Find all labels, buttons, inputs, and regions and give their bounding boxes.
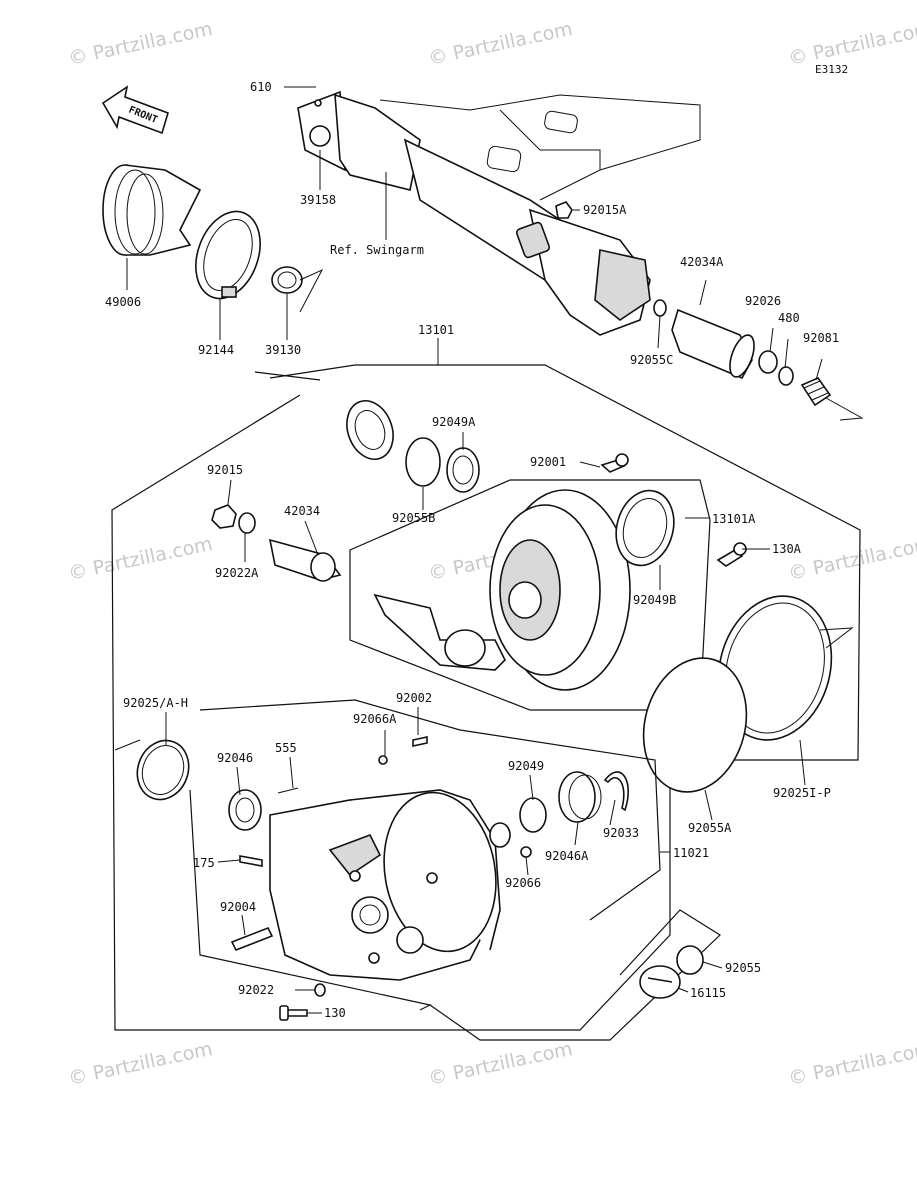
part-label-49006[interactable]: 49006: [105, 295, 141, 309]
watermark: © Partzilla.com: [66, 533, 214, 585]
shaft-42034A-group: [653, 299, 864, 421]
part-labels: 610 39158 92015A Ref. Swingarm 49006 921…: [105, 80, 839, 1020]
watermark: © Partzilla.com: [786, 1038, 917, 1090]
part-label-92049[interactable]: 92049: [508, 759, 544, 773]
part-label-92001[interactable]: 92001: [530, 455, 566, 469]
part-label-42034[interactable]: 42034: [284, 504, 320, 518]
part-label-13101[interactable]: 13101: [418, 323, 454, 337]
part-label-92144[interactable]: 92144: [198, 343, 234, 357]
part-label-92055C[interactable]: 92055C: [630, 353, 673, 367]
part-label-92025-A-H[interactable]: 92025/A-H: [123, 696, 188, 710]
watermark: © Partzilla.com: [786, 18, 917, 70]
part-label-92066A[interactable]: 92066A: [353, 712, 397, 726]
part-label-39158[interactable]: 39158: [300, 193, 336, 207]
part-label-92022[interactable]: 92022: [238, 983, 274, 997]
part-label-92055[interactable]: 92055: [725, 961, 761, 975]
part-label-92055B[interactable]: 92055B: [392, 511, 435, 525]
part-label-92002[interactable]: 92002: [396, 691, 432, 705]
part-label-175[interactable]: 175: [193, 856, 215, 870]
part-label-92033[interactable]: 92033: [603, 826, 639, 840]
gear-set-13101: [211, 400, 711, 711]
part-label-11021[interactable]: 11021: [673, 846, 709, 860]
rubber-boot-49006: [102, 164, 202, 256]
leader-lines: [126, 86, 823, 1014]
collar-39130: [271, 266, 324, 313]
part-label-92046A[interactable]: 92046A: [545, 849, 589, 863]
part-label-92025I-P[interactable]: 92025I-P: [773, 786, 831, 800]
part-label-16115[interactable]: 16115: [690, 986, 726, 1000]
diagram-code: E3132: [815, 63, 848, 76]
part-label-92049A[interactable]: 92049A: [432, 415, 476, 429]
clamp-92144: [195, 210, 261, 300]
part-label-555[interactable]: 555: [275, 741, 297, 755]
part-label-130[interactable]: 130: [324, 1006, 346, 1020]
part-label-610[interactable]: 610: [250, 80, 272, 94]
part-label-92015[interactable]: 92015: [207, 463, 243, 477]
part-label-39130[interactable]: 39130: [265, 343, 301, 357]
housing-11021: [114, 699, 661, 1021]
part-label-92081[interactable]: 92081: [803, 331, 839, 345]
part-label-92066[interactable]: 92066: [505, 876, 541, 890]
watermark: © Partzilla.com: [426, 1038, 574, 1090]
part-label-13101A[interactable]: 13101A: [712, 512, 756, 526]
swingarm-drawing: [297, 90, 701, 336]
part-label-130A[interactable]: 130A: [772, 542, 802, 556]
part-label-92015A[interactable]: 92015A: [583, 203, 627, 217]
reference-swingarm: Ref. Swingarm: [330, 243, 424, 257]
part-label-480[interactable]: 480: [778, 311, 800, 325]
oil-plug-group: [429, 909, 721, 1041]
watermark: © Partzilla.com: [66, 1038, 214, 1090]
watermark: © Partzilla.com: [66, 18, 214, 70]
part-label-92055A[interactable]: 92055A: [688, 821, 732, 835]
cover-gasket: [642, 542, 854, 793]
watermark: © Partzilla.com: [786, 533, 917, 585]
part-label-92004[interactable]: 92004: [220, 900, 256, 914]
part-label-92022A[interactable]: 92022A: [215, 566, 259, 580]
part-label-92049B[interactable]: 92049B: [633, 593, 676, 607]
part-label-92026[interactable]: 92026: [745, 294, 781, 308]
part-label-42034A[interactable]: 42034A: [680, 255, 724, 269]
part-label-92046[interactable]: 92046: [217, 751, 253, 765]
watermark: © Partzilla.com: [426, 18, 574, 70]
front-arrow-icon: FRONT: [101, 85, 169, 135]
